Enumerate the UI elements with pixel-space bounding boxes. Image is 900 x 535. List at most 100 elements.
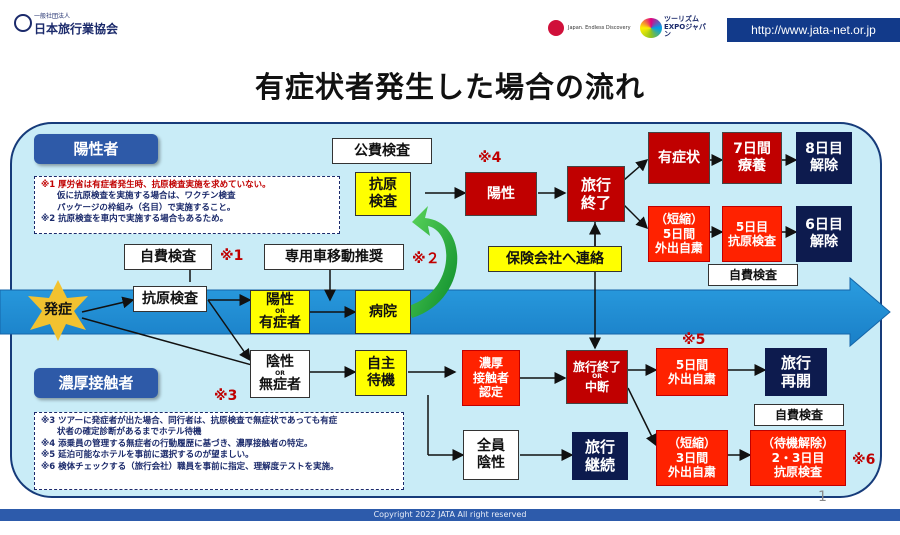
self-wait-box: 自主 待機 <box>355 350 407 396</box>
onset-star <box>28 280 88 341</box>
jata-logo-icon <box>14 14 32 32</box>
jata-url-link[interactable]: http://www.jata-net.or.jp <box>727 18 900 42</box>
note-1: ※1 厚労省は有症者発生時、抗原検査実施を求めていない。 <box>41 180 271 190</box>
continue-l1: 旅行 <box>584 438 615 456</box>
positive-box: 陽性 <box>465 172 537 216</box>
notes-positive: ※1 厚労省は有症者発生時、抗原検査実施を求めていない。 仮に抗原検査を実施する… <box>34 176 340 234</box>
car-mark: ※２ <box>412 251 440 267</box>
japan-logo-icon <box>548 20 564 36</box>
stay5-l2: 外出自粛 <box>667 372 716 386</box>
day5-l2: 抗原検査 <box>727 234 776 248</box>
day8-release-box: 8日目 解除 <box>796 132 852 184</box>
day5-test-box: 5日目 抗原検査 <box>722 206 782 262</box>
short5-l1: （短縮） <box>654 212 703 227</box>
insurance-contact-box: 保険会社へ連絡 <box>488 246 622 272</box>
short5-l3: 外出自粛 <box>654 241 703 256</box>
release-l1: （待機解除） <box>761 436 834 451</box>
release-l2: 2・3日目 <box>771 450 825 465</box>
day8-l1: 8日目 <box>805 141 843 158</box>
hospital-box: 病院 <box>355 290 411 334</box>
footer-copyright: Copyright 2022 JATA All right reserved <box>0 509 900 521</box>
tour-end-or-box: 旅行終了 OR 中断 <box>566 350 628 404</box>
antigen-test-box: 抗原検査 <box>133 286 207 312</box>
pos-label: 陽性 <box>266 292 294 309</box>
symptomatic-box: 有症状 <box>648 132 710 184</box>
day6-l2: 解除 <box>810 234 838 250</box>
note-1c: パッケージの枠組み（名目）で実施すること。 <box>57 202 236 213</box>
note-6: ※6 検体チェックする（旅行会社）職員を事前に指定、理解度テストを実施。 <box>41 461 339 472</box>
continue-l2: 継続 <box>584 456 615 474</box>
expo-logo-text: ツーリズムEXPOジャパン <box>664 15 706 39</box>
onset-label: 発症 <box>44 301 72 318</box>
sym-label: 有症者 <box>259 315 301 331</box>
note-1b: 仮に抗原検査を実施する場合は、ワクチン検査 <box>57 191 236 202</box>
stay5-box: 5日間 外出自粛 <box>656 348 728 396</box>
teo-l2: 中断 <box>584 380 609 394</box>
tour-end-box: 旅行 終了 <box>567 166 625 222</box>
self-test-label-2: 自費検査 <box>708 264 798 286</box>
tour-resume-box: 旅行 再開 <box>765 348 827 396</box>
cc-l1: 濃厚 <box>478 356 503 371</box>
short3-l1: （短縮） <box>667 436 716 451</box>
self-wait-l1: 自主 <box>367 356 395 373</box>
car-move-label: 専用車移動推奨 <box>264 244 404 270</box>
public-test-label: 公費検査 <box>332 138 432 164</box>
antigen-test-public-box: 抗原 検査 <box>355 172 411 216</box>
day6-l1: 6日目 <box>805 217 843 234</box>
release-test-box: （待機解除） 2・3日目 抗原検査 <box>750 430 846 486</box>
neg-or-asymptomatic-box: 陰性 OR 無症者 <box>250 350 310 398</box>
note-5: ※5 延泊可能なホテルを事前に選択するのが望ましい。 <box>41 450 254 461</box>
cc-l2: 接触者 <box>472 370 509 385</box>
page-number: 1 <box>818 489 827 505</box>
short3-l3: 外出自粛 <box>667 465 716 480</box>
tour-end-l2: 終了 <box>580 194 611 212</box>
recovery-l1: 7日間 <box>733 141 771 158</box>
teo-l1: 旅行終了 <box>572 359 621 374</box>
self-test-label-3: 自費検査 <box>754 404 844 426</box>
org-small-label: 一般社団法人 <box>34 13 71 20</box>
neg-or-label: OR <box>275 370 285 377</box>
release-l3: 抗原検査 <box>773 465 822 480</box>
mark-5: ※5 <box>682 332 706 348</box>
allneg-l2: 陰性 <box>477 455 505 471</box>
pos-or-symptomatic-box: 陽性 OR 有症者 <box>250 290 310 334</box>
short5-l2: 5日間 <box>662 226 696 241</box>
self-test-mark: ※1 <box>220 248 244 264</box>
notes-close-contact: ※3 ツアーに発症者が出た場合、同行者は、抗原検査で無症状であっても有症 状者の… <box>34 412 404 490</box>
short3-l2: 3日間 <box>675 450 709 465</box>
short3-box: （短縮） 3日間 外出自粛 <box>656 430 728 486</box>
asym-label: 無症者 <box>259 377 301 393</box>
stay5-l1: 5日間 <box>675 357 709 372</box>
all-negative-box: 全員 陰性 <box>463 430 519 480</box>
allneg-l1: 全員 <box>477 438 505 455</box>
green-curve-arrow <box>408 206 458 318</box>
self-wait-l2: 待機 <box>367 373 395 389</box>
recovery-l2: 療養 <box>738 158 766 174</box>
resume-l1: 旅行 <box>780 354 811 372</box>
antigen-l2: 検査 <box>369 194 397 210</box>
note-2: ※2 抗原検査を車内で実施する場合もあるため。 <box>41 214 229 225</box>
resume-l2: 再開 <box>780 372 811 390</box>
tour-end-l1: 旅行 <box>580 176 611 194</box>
close-contact-label: 濃厚接触者 <box>34 368 158 398</box>
mark-3: ※3 <box>214 388 238 404</box>
expo-logo-icon <box>640 18 662 38</box>
mark-4: ※4 <box>478 150 502 166</box>
tour-continue-box: 旅行 継続 <box>572 432 628 480</box>
note-3: ※3 ツアーに発症者が出た場合、同行者は、抗原検査で無症状であっても有症 <box>41 416 338 426</box>
org-name: 日本旅行業協会 <box>34 22 119 36</box>
mark-6: ※6 <box>852 452 876 468</box>
recovery-box: 7日間 療養 <box>722 132 782 184</box>
short5-box: （短縮） 5日間 外出自粛 <box>648 206 710 262</box>
japan-logo-text: Japan. Endless Discovery <box>568 25 631 31</box>
antigen-l1: 抗原 <box>369 177 397 194</box>
neg-label: 陰性 <box>266 354 294 371</box>
positive-label: 陽性者 <box>34 134 158 164</box>
pos-or-label: OR <box>275 308 285 315</box>
day5-l1: 5日目 <box>735 219 769 234</box>
day8-l2: 解除 <box>810 158 838 174</box>
page-title: 有症状者発生した場合の流れ <box>254 70 645 104</box>
day6-release-box: 6日目 解除 <box>796 206 852 262</box>
close-contact-cert-box: 濃厚 接触者 認定 <box>462 350 520 406</box>
